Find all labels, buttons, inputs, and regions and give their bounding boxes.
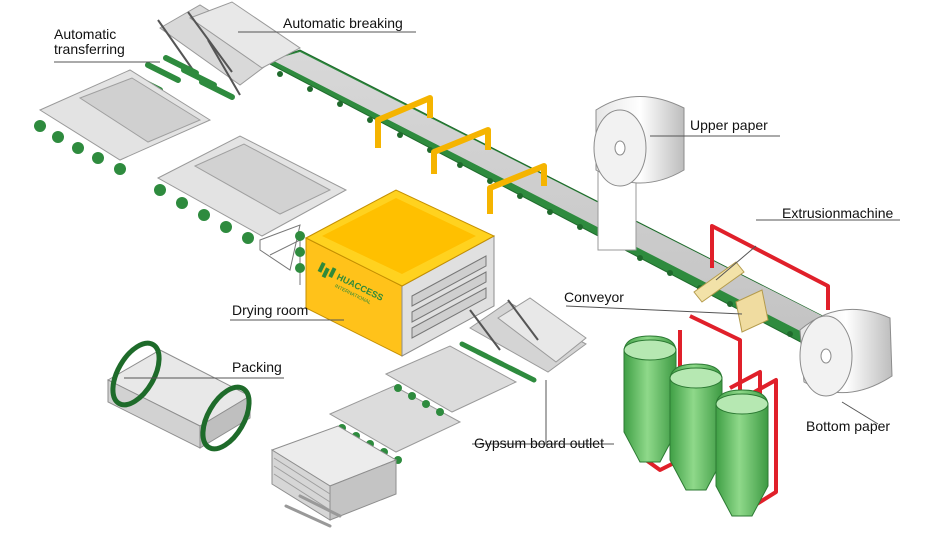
tank-1 xyxy=(623,335,677,463)
label-extrusion-machine: Extrusionmachine xyxy=(782,205,894,221)
pre-dry-conveyor xyxy=(154,135,348,244)
finished-stack xyxy=(270,425,398,528)
label-automatic-breaking: Automatic breaking xyxy=(283,15,403,31)
transfer-conveyor xyxy=(34,55,235,175)
bottom-paper-roll xyxy=(799,308,893,397)
outlet-boards xyxy=(328,345,518,464)
label-packing: Packing xyxy=(232,359,282,375)
label-upper-paper: Upper paper xyxy=(690,117,768,133)
outlet-unit xyxy=(459,297,587,383)
storage-tanks xyxy=(623,335,769,517)
label-gypsum-board-outlet: Gypsum board outlet xyxy=(474,435,604,451)
label-automatic-transferring: Automatic transferring xyxy=(54,26,125,57)
main-conveyor xyxy=(264,49,852,349)
label-drying-room: Drying room xyxy=(232,302,309,318)
extrusion-machine xyxy=(693,261,769,333)
leader-lines xyxy=(54,31,900,445)
tank-2 xyxy=(669,363,723,491)
label-conveyor: Conveyor xyxy=(564,289,624,305)
tank-3 xyxy=(715,389,769,517)
drying-room xyxy=(259,189,496,357)
cutter-frames xyxy=(375,95,547,214)
label-bottom-paper: Bottom paper xyxy=(806,418,891,434)
automatic-breaking-unit xyxy=(157,1,301,96)
packing-bundle xyxy=(106,340,252,452)
upper-paper-roll xyxy=(593,96,685,251)
